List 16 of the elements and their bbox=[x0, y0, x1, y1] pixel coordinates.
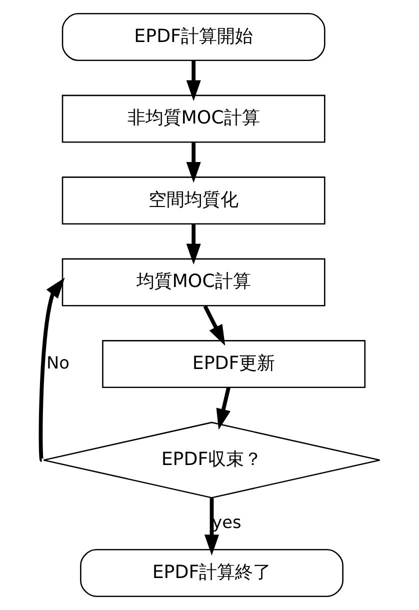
arrow bbox=[216, 387, 230, 430]
arrow bbox=[204, 498, 219, 556]
node-diamond: EPDF収束？ bbox=[42, 422, 380, 498]
edge-label: yes bbox=[212, 512, 241, 532]
arrow bbox=[186, 60, 200, 102]
arrow bbox=[38, 278, 64, 460]
node-box: 非均質MOC計算 bbox=[61, 94, 325, 143]
arrow bbox=[186, 224, 200, 265]
arrow bbox=[186, 142, 200, 183]
node-box: EPDF更新 bbox=[102, 340, 366, 388]
node-box: EPDF計算開始 bbox=[61, 13, 325, 62]
node-box: 空間均質化 bbox=[61, 176, 325, 225]
node-box: 均質MOC計算 bbox=[61, 258, 325, 306]
node-box: EPDF計算終了 bbox=[80, 548, 343, 597]
arrow bbox=[202, 305, 225, 346]
edge-label: No bbox=[46, 352, 69, 372]
